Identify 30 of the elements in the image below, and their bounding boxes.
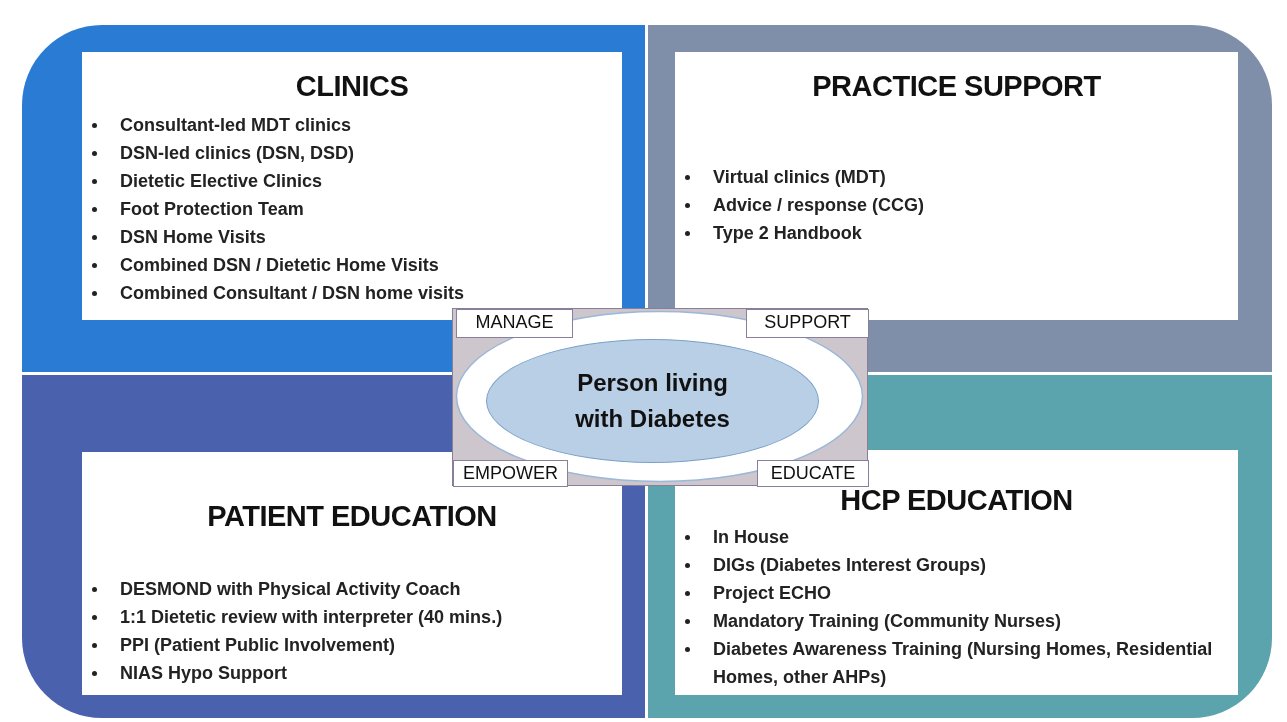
bullet-item: PPI (Patient Public Involvement) xyxy=(82,631,622,659)
bullet-item: Combined DSN / Dietetic Home Visits xyxy=(82,251,622,279)
bullet-item: Advice / response (CCG) xyxy=(675,191,1238,219)
heading: PRACTICE SUPPORT xyxy=(811,70,1102,103)
bullet-item: Project ECHO xyxy=(675,579,1238,607)
tag-label: SUPPORT xyxy=(746,309,869,338)
bullet-item: Foot Protection Team xyxy=(82,195,622,223)
heading: HCP EDUCATION xyxy=(839,484,1074,517)
tag-label: EDUCATE xyxy=(757,460,869,487)
bullet-item: In House xyxy=(675,523,1238,551)
bullet-item: Dietetic Elective Clinics xyxy=(82,167,622,195)
bullet-item: Type 2 Handbook xyxy=(675,219,1238,247)
bullet-item: Diabetes Awareness Training (Nursing Homes, Residential Homes, other AHPs) xyxy=(675,635,1238,691)
tag-label: EMPOWER xyxy=(453,460,568,487)
center-label: Person living with Diabetes xyxy=(574,368,731,434)
bullet-item: Consultant-led MDT clinics xyxy=(82,111,622,139)
bullet-item: NIAS Hypo Support xyxy=(82,659,622,687)
content-panel xyxy=(675,450,1238,695)
bullet-item: DIGs (Diabetes Interest Groups) xyxy=(675,551,1238,579)
heading: CLINICS xyxy=(294,70,410,103)
bullet-item: DESMOND with Physical Activity Coach xyxy=(82,575,622,603)
heading: PATIENT EDUCATION xyxy=(206,500,498,533)
bullet-item: DSN Home Visits xyxy=(82,223,622,251)
bullet-item: DSN-led clinics (DSN, DSD) xyxy=(82,139,622,167)
bullet-item: Mandatory Training (Community Nurses) xyxy=(675,607,1238,635)
bullet-item: 1:1 Dietetic review with interpreter (40 mins.) xyxy=(82,603,622,631)
content-panel xyxy=(82,452,622,695)
tag-label: MANAGE xyxy=(456,309,573,338)
bullet-item: Combined Consultant / DSN home visits xyxy=(82,279,622,307)
bullet-item: Virtual clinics (MDT) xyxy=(675,163,1238,191)
